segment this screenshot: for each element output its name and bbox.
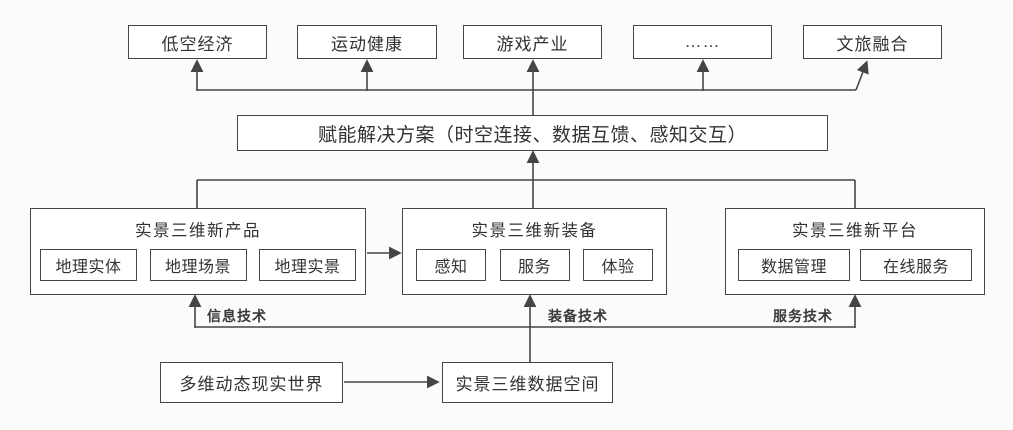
world-box: 多维动态现实世界 bbox=[160, 362, 343, 403]
equipment-title: 实景三维新装备 bbox=[471, 222, 598, 240]
app-box-low-altitude-economy: 低空经济 bbox=[128, 25, 267, 59]
dataspace-box: 实景三维数据空间 bbox=[442, 362, 613, 403]
app-box-game-industry: 游戏产业 bbox=[463, 25, 602, 59]
platform-group-box: 实景三维新平台 数据管理 在线服务 bbox=[725, 208, 985, 295]
label-service-technology: 服务技术 bbox=[773, 308, 833, 324]
item-geo-scene: 地理场景 bbox=[149, 249, 247, 281]
equipment-group-box: 实景三维新装备 感知 服务 体验 bbox=[402, 208, 667, 295]
item-online-service: 在线服务 bbox=[860, 249, 972, 281]
equipment-items: 感知 服务 体验 bbox=[403, 249, 666, 281]
label-equipment-technology: 装备技术 bbox=[548, 308, 608, 324]
item-service: 服务 bbox=[499, 249, 570, 281]
item-data-management: 数据管理 bbox=[738, 249, 850, 281]
app-box-sports-health: 运动健康 bbox=[297, 25, 437, 59]
app-box-ellipsis: …… bbox=[633, 25, 772, 59]
item-experience: 体验 bbox=[583, 249, 653, 281]
platform-title: 实景三维新平台 bbox=[792, 222, 918, 240]
solution-box: 赋能解决方案（时空连接、数据互馈、感知交互） bbox=[237, 115, 828, 151]
item-geo-reality: 地理实景 bbox=[259, 249, 356, 281]
app-box-culture-tourism: 文旅融合 bbox=[803, 25, 942, 59]
item-geo-entity: 地理实体 bbox=[40, 249, 137, 281]
label-info-technology: 信息技术 bbox=[207, 308, 267, 324]
item-perception: 感知 bbox=[416, 249, 486, 281]
products-items: 地理实体 地理场景 地理实景 bbox=[31, 249, 365, 281]
products-group-box: 实景三维新产品 地理实体 地理场景 地理实景 bbox=[30, 208, 366, 295]
platform-items: 数据管理 在线服务 bbox=[726, 249, 984, 281]
arrow-to-app-5 bbox=[855, 60, 869, 91]
products-title: 实景三维新产品 bbox=[135, 222, 261, 240]
